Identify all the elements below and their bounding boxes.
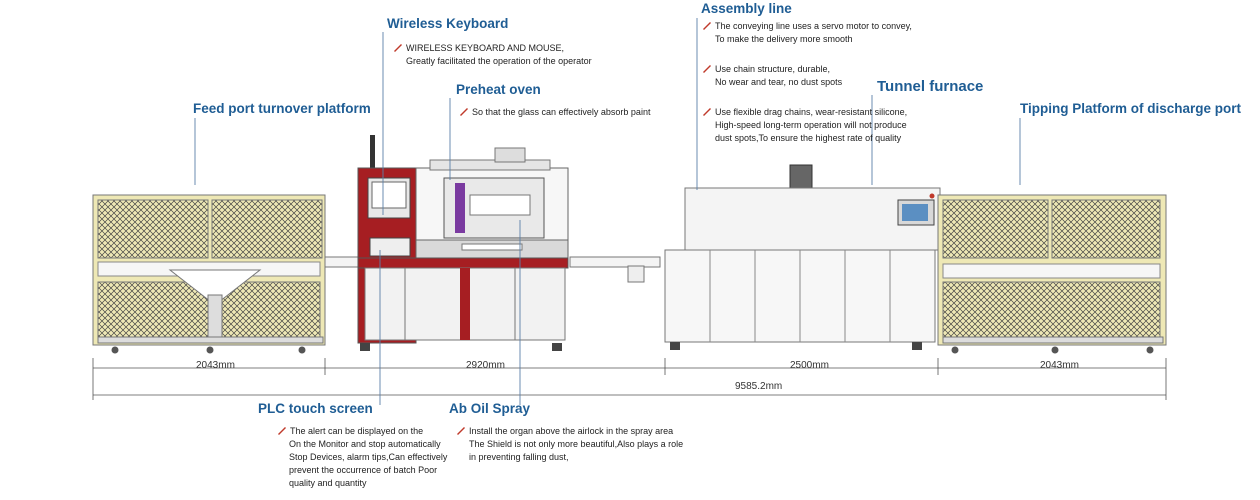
note-line: Use flexible drag chains, wear-resistant… [715,107,908,117]
dimension-feed: 2043mm [196,360,235,371]
label-assembly-line: Assembly line [701,1,792,16]
pen-icon [394,44,402,52]
note-assembly-line-3: Use flexible drag chains, wear-resistant… [702,106,907,145]
dimension-lines [92,358,1167,400]
dimension-spray: 2920mm [466,360,505,371]
note-line: WIRELESS KEYBOARD AND MOUSE, [406,43,565,53]
feed-port-platform [92,194,326,354]
note-line: So that the glass can effectively absorb… [472,107,651,117]
note-preheat-oven: So that the glass can effectively absorb… [459,106,650,119]
note-line: The alert can be displayed on the [290,426,424,436]
note-line: dust spots,To ensure the highest rate of… [715,133,902,143]
label-tunnel-furnace: Tunnel furnace [877,78,984,95]
label-tipping-platform: Tipping Platform of discharge port [1020,101,1242,116]
note-line: To make the delivery more smooth [715,34,853,44]
note-line: No wear and tear, no dust spots [715,77,843,87]
note-line: Use chain structure, durable, [715,64,831,74]
label-wireless-keyboard: Wireless Keyboard [387,16,509,31]
pen-icon [278,427,286,435]
label-plc-touch: PLC touch screen [258,401,373,416]
dimension-discharge: 2043mm [1040,360,1079,371]
pen-icon [703,65,711,73]
pen-icon [457,427,465,435]
pen-icon [703,108,711,116]
note-line: Stop Devices, alarm tips,Can effectively [289,452,448,462]
pen-icon [460,108,468,116]
leader-lines [194,18,1021,405]
note-line: On the Monitor and stop automatically [289,439,441,449]
label-preheat-oven: Preheat oven [456,82,541,97]
note-line: in preventing falling dust, [469,452,569,462]
discharge-platform [937,194,1167,354]
note-wireless-keyboard: WIRELESS KEYBOARD AND MOUSE, Greatly fac… [393,42,592,68]
note-line: Greatly facilitated the operation of the… [406,56,592,66]
label-feed-port: Feed port turnover platform [193,101,371,116]
note-assembly-line-1: The conveying line uses a servo motor to… [702,20,912,46]
note-line: The Shield is not only more beautiful,Al… [469,439,684,449]
note-line: prevent the occurrence of batch Poor [289,465,438,475]
note-line: quality and quantity [289,478,367,488]
note-line: High-speed long-term operation will not … [715,120,907,130]
pen-icon [703,22,711,30]
note-ab-oil-spray: Install the organ above the airlock in t… [456,425,683,464]
note-plc-touch: The alert can be displayed on the On the… [277,425,447,490]
spray-machine [357,135,569,351]
tunnel-furnace [664,164,941,350]
note-line: Install the organ above the airlock in t… [469,426,674,436]
dimension-tunnel: 2500mm [790,360,829,371]
dimension-total: 9585.2mm [735,381,783,392]
connecting-conveyor [317,256,661,283]
label-ab-oil-spray: Ab Oil Spray [449,401,531,416]
note-line: The conveying line uses a servo motor to… [715,21,912,31]
note-assembly-line-2: Use chain structure, durable, No wear an… [702,63,842,89]
